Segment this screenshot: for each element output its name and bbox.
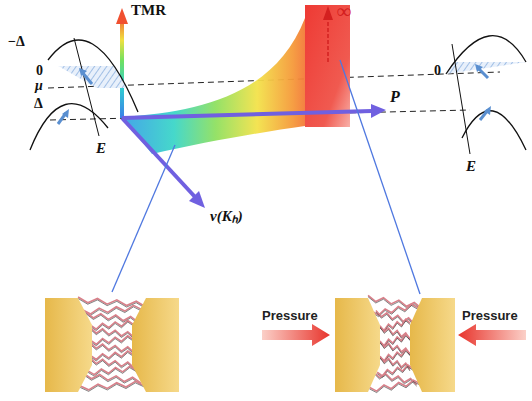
infinity-label: ∞ (337, 0, 351, 22)
arrow-head (116, 8, 128, 24)
molecules (78, 295, 422, 392)
filled-states (40, 66, 150, 88)
molecule-strand (86, 312, 138, 322)
leader-line (340, 60, 420, 294)
level-label: Δ (34, 96, 43, 111)
p-axis (122, 111, 372, 118)
electrode (410, 298, 455, 392)
divergence-wall (305, 5, 350, 127)
upper-band (48, 40, 138, 112)
electrode (132, 298, 179, 392)
molecule-strand (90, 322, 134, 331)
pressure-label: Pressure (262, 309, 318, 323)
molecule-strand (79, 381, 144, 390)
arrow-head (484, 106, 491, 115)
lower-band (462, 111, 526, 150)
molecule-strand (79, 383, 144, 392)
tmr-surface (122, 18, 305, 154)
axis-label: E (466, 158, 476, 175)
energy-axis (452, 44, 470, 154)
arrow-head (323, 6, 333, 20)
axis-label: P (390, 88, 400, 106)
electrode (335, 298, 380, 392)
upper-band (446, 36, 526, 74)
arrow-head (371, 104, 386, 118)
axis-label: v(Kₕ) (210, 208, 243, 225)
molecule-strand (78, 297, 146, 307)
molecule-strand (90, 358, 134, 368)
level-label: −Δ (8, 34, 25, 49)
molecule-strand (87, 368, 137, 377)
molecule-strand (82, 307, 142, 316)
v-axis (122, 118, 196, 198)
level-label: 0 (36, 63, 43, 78)
tmr-axis (120, 22, 124, 118)
axis-label: TMR (131, 2, 166, 19)
arrow-head (79, 68, 87, 76)
molecule-strand (380, 336, 410, 347)
axis-label: E (96, 140, 106, 157)
pressure-label: Pressure (462, 309, 518, 323)
molecule-strand (90, 336, 134, 345)
molecule-strand (82, 305, 142, 314)
pressure-arrow (458, 324, 526, 346)
molecule-strand (380, 341, 410, 354)
molecule-strand (380, 351, 410, 362)
pressure-arrow (262, 324, 330, 346)
electrode (45, 298, 92, 392)
level-label: μ (35, 78, 43, 93)
filled-states (440, 62, 530, 84)
molecule-strand (380, 326, 410, 339)
molecule-strand (380, 321, 410, 332)
molecule-strand (87, 366, 137, 375)
molecule-strand (368, 297, 422, 310)
arrow-head (475, 64, 483, 72)
molecule-strand (369, 382, 420, 393)
molecule-strand (90, 337, 134, 346)
level-label: 0 (434, 63, 441, 78)
molecule-strand (90, 351, 134, 360)
leader-line (112, 145, 175, 292)
energy-axis (74, 38, 99, 136)
molecule-strand (90, 321, 134, 330)
infinity-arrow (327, 20, 329, 62)
arrow-head (189, 191, 205, 208)
arrow-head (62, 109, 69, 118)
molecule-strand (90, 352, 134, 361)
molecule-strand (83, 373, 140, 383)
